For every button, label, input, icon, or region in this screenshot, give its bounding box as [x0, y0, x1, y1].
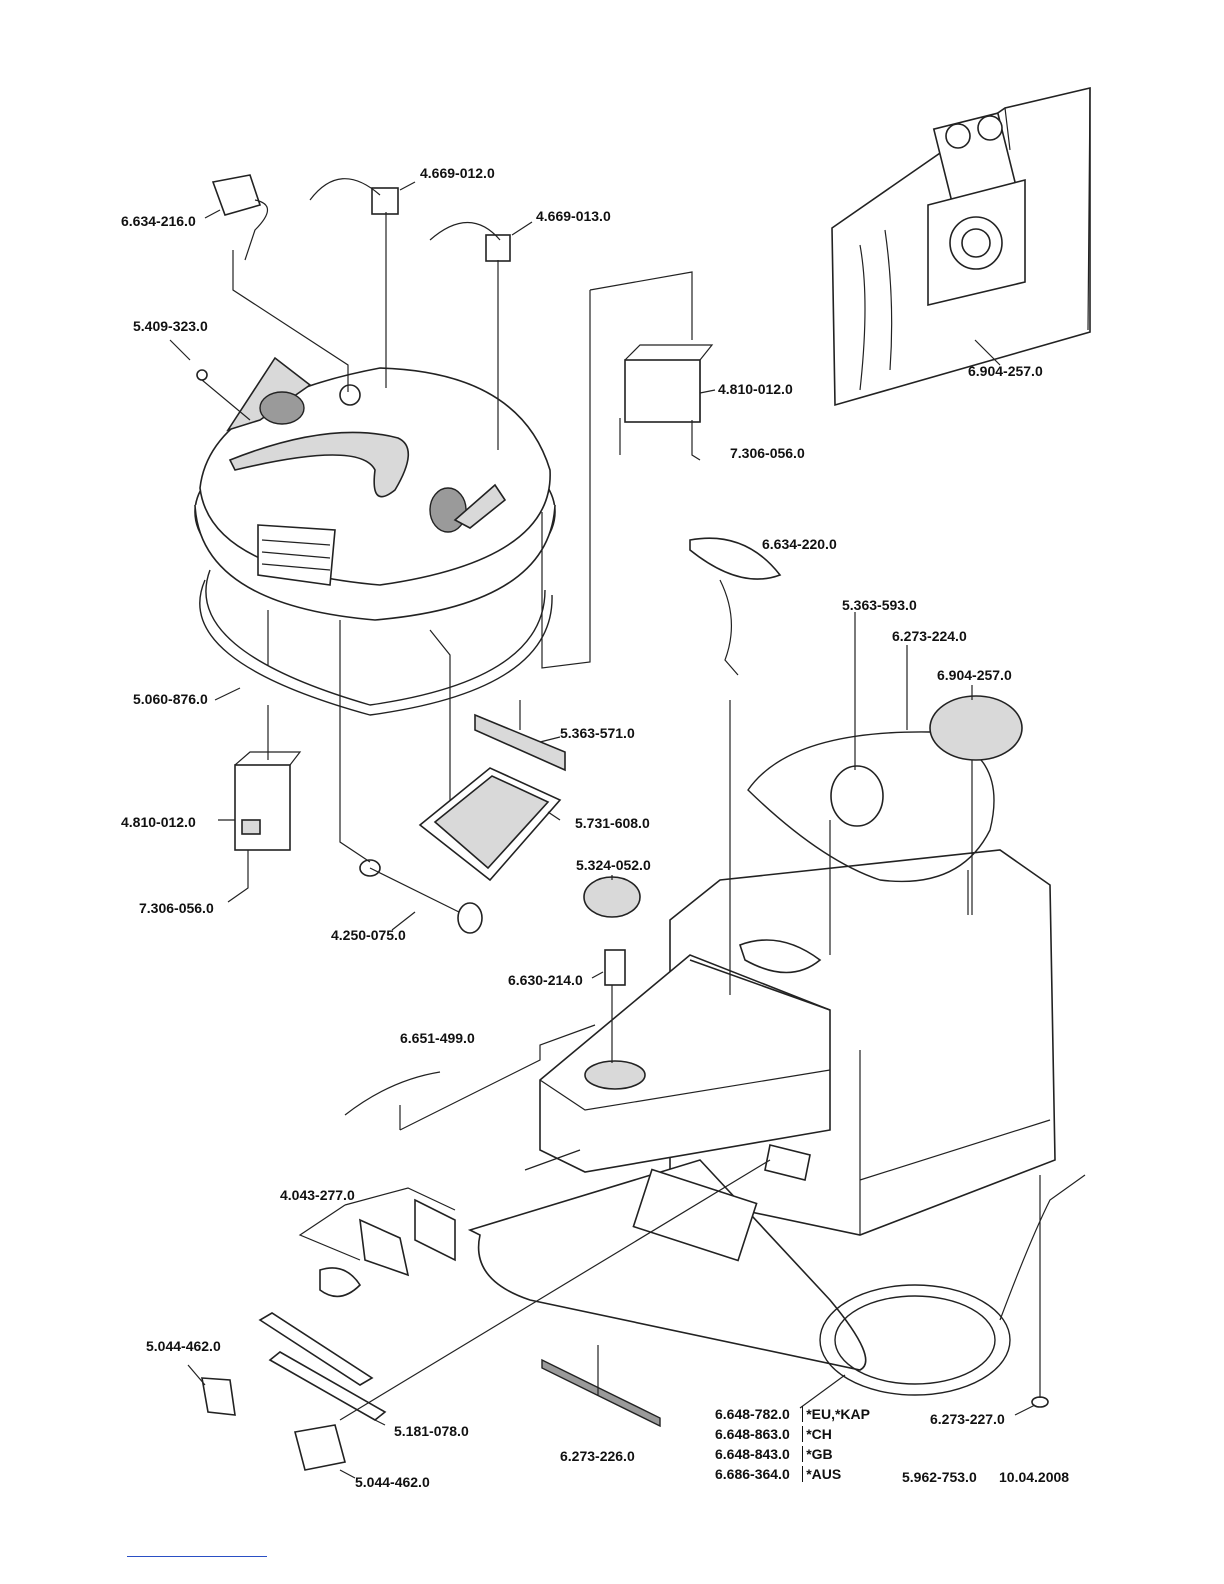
part-label-6-273-226: 6.273-226.0 — [560, 1448, 635, 1464]
part-label-4-250-075: 4.250-075.0 — [331, 927, 406, 943]
cable-variant-row: 6.648-863.0 *CH — [715, 1426, 832, 1444]
part-label-4-669-012: 4.669-012.0 — [420, 165, 495, 181]
cable-variant-part: 6.648-863.0 — [715, 1426, 790, 1442]
leader-lines — [169, 181, 1041, 1479]
part-label-6-651-499: 6.651-499.0 — [400, 1030, 475, 1046]
cable-variant-region: *GB — [802, 1446, 833, 1462]
cable-variant-part: 6.686-364.0 — [715, 1466, 790, 1482]
small-parts-drawing — [196, 174, 811, 1298]
part-label-7-306-056-left: 7.306-056.0 — [139, 900, 214, 916]
part-label-5-731-608: 5.731-608.0 — [575, 815, 650, 831]
cable-variant-part: 6.648-782.0 — [715, 1406, 790, 1422]
part-label-6-904-257-bag: 6.904-257.0 — [968, 363, 1043, 379]
dust-bag-drawing — [831, 86, 1091, 407]
cable-variant-row: 6.686-364.0 *AUS — [715, 1466, 842, 1484]
document-number: 5.962-753.0 — [902, 1469, 977, 1485]
part-label-5-409-323: 5.409-323.0 — [133, 318, 208, 334]
part-label-4-810-012-top: 4.810-012.0 — [718, 381, 793, 397]
cable-variant-row: 6.648-782.0 *EU,*KAP — [715, 1406, 870, 1424]
document-date: 10.04.2008 — [999, 1469, 1070, 1485]
part-label-5-044-462-b: 5.044-462.0 — [355, 1474, 430, 1490]
lid-drawing — [194, 356, 556, 716]
part-label-4-043-277: 4.043-277.0 — [280, 1187, 355, 1203]
page-divider — [127, 1556, 267, 1557]
part-label-6-904-257-filter: 6.904-257.0 — [937, 667, 1012, 683]
cable-variant-row: 6.648-843.0 *GB — [715, 1446, 833, 1464]
part-label-5-060-876: 5.060-876.0 — [133, 691, 208, 707]
filter-drawing — [359, 713, 566, 934]
part-label-6-273-224: 6.273-224.0 — [892, 628, 967, 644]
part-label-6-634-220: 6.634-220.0 — [762, 536, 837, 552]
motor-module-drawing — [234, 344, 714, 851]
part-label-5-324-052: 5.324-052.0 — [576, 857, 651, 873]
part-label-6-634-216: 6.634-216.0 — [121, 213, 196, 229]
part-label-6-630-214: 6.630-214.0 — [508, 972, 583, 988]
part-label-5-044-462-a: 5.044-462.0 — [146, 1338, 221, 1354]
part-label-4-810-012-left: 4.810-012.0 — [121, 814, 196, 830]
cable-variant-region: *AUS — [802, 1466, 842, 1482]
cable-variant-region: *EU,*KAP — [802, 1406, 870, 1422]
cable-variant-part: 6.648-843.0 — [715, 1446, 790, 1462]
base-unit-drawing — [201, 695, 1086, 1471]
part-label-4-669-013: 4.669-013.0 — [536, 208, 611, 224]
part-label-6-273-227: 6.273-227.0 — [930, 1411, 1005, 1427]
part-label-7-306-056-top: 7.306-056.0 — [730, 445, 805, 461]
cable-variant-region: *CH — [802, 1426, 832, 1442]
part-label-5-363-571: 5.363-571.0 — [560, 725, 635, 741]
part-label-5-181-078: 5.181-078.0 — [394, 1423, 469, 1439]
part-label-5-363-593: 5.363-593.0 — [842, 597, 917, 613]
